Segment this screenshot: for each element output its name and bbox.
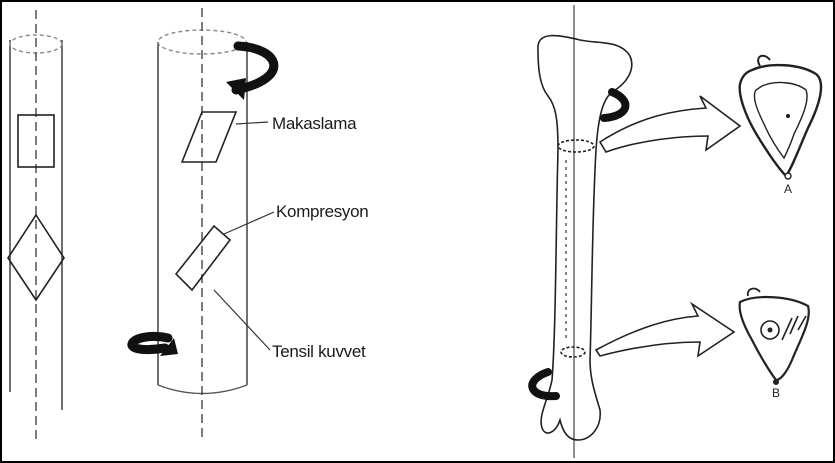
upper-cross-section bbox=[740, 56, 821, 179]
compression-label: Kompresyon bbox=[276, 202, 368, 222]
parallelogram-element bbox=[182, 112, 236, 162]
bottom-torsion-arrow bbox=[132, 336, 168, 349]
section-letter-a: A bbox=[784, 182, 792, 196]
twisted-cylinder bbox=[158, 8, 247, 440]
lower-cross-section bbox=[740, 289, 809, 385]
untwisted-cylinder bbox=[8, 10, 64, 440]
bone-top-torsion-arrow bbox=[604, 92, 625, 118]
lower-section-arrow bbox=[596, 304, 734, 356]
tensile-label: Tensil kuvvet bbox=[272, 342, 365, 362]
tensile-leader bbox=[214, 290, 270, 350]
shear-label: Makaslama bbox=[272, 114, 356, 134]
compression-leader bbox=[224, 212, 274, 234]
rotated-rectangle-element bbox=[176, 226, 230, 290]
upper-section-arrow bbox=[600, 96, 740, 152]
shear-leader bbox=[236, 122, 268, 124]
section-letter-b: B bbox=[772, 386, 780, 400]
top-torsion-arrowhead bbox=[226, 78, 246, 100]
